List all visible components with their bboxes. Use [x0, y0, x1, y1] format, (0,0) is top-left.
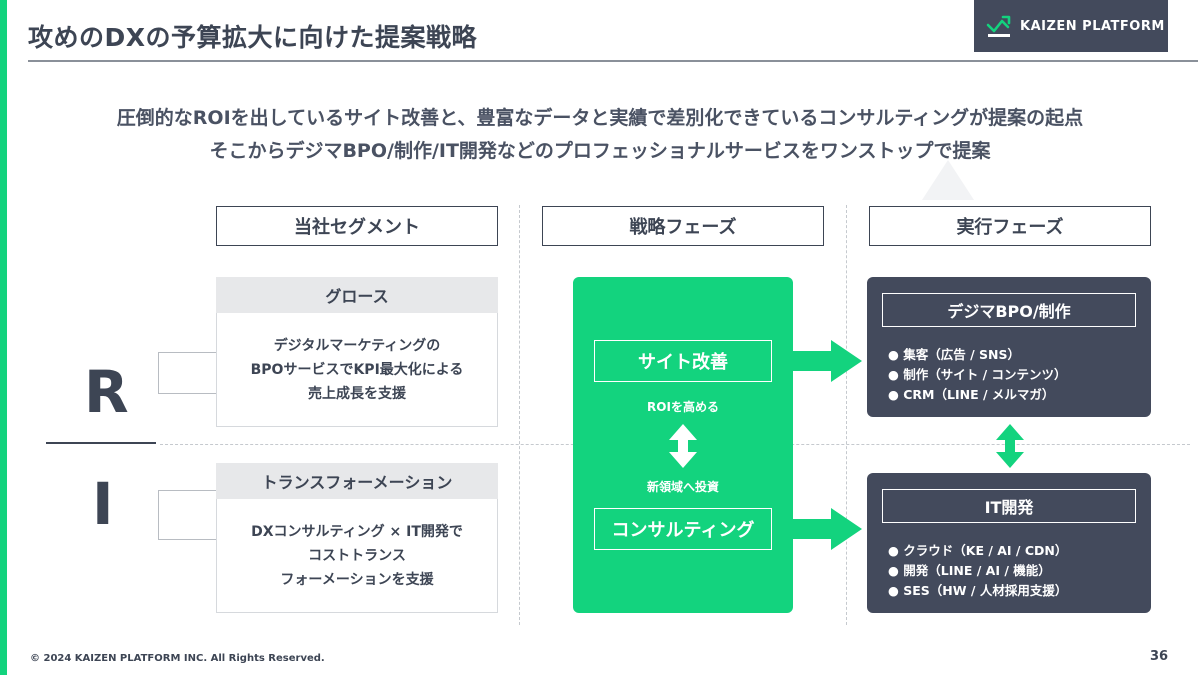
arrow-right-to-bpo — [793, 340, 862, 382]
it-item-2: ● 開発（LINE / AI / 機能） — [888, 563, 1051, 578]
it-title-box: IT開発 — [882, 489, 1136, 523]
segment-growth-title: グロース — [216, 277, 498, 313]
growth-desc-line-1: デジタルマーケティングの — [273, 337, 441, 354]
column-divider-1 — [519, 205, 520, 625]
roi-label: ROIを高める — [647, 400, 719, 414]
it-item-3: ● SES（HW / 人材採用支援） — [888, 583, 1068, 598]
subtitle-line-2: そこからデジマBPO/制作/IT開発などのプロフェッショナルサービスをワンストッ… — [209, 140, 991, 162]
page-number: 36 — [1150, 649, 1169, 664]
transformation-desc-line-1: DXコンサルティング × IT開発で — [251, 523, 463, 540]
bpo-item-1: ● 集客（広告 / SNS） — [888, 347, 1020, 362]
segment-transformation-body: DXコンサルティング × IT開発で コストトランス フォーメーションを支援 — [216, 499, 498, 613]
trend-check-icon — [986, 15, 1011, 37]
column-header-execution: 実行フェーズ — [869, 206, 1151, 246]
arrow-right-to-it — [793, 508, 862, 550]
ri-divider-solid — [46, 442, 156, 444]
connector-r — [158, 352, 216, 394]
subtitle-line-1: 圧倒的なROIを出しているサイト改善と、豊富なデータと実績で差別化できているコン… — [116, 107, 1084, 129]
growth-desc-line-3: 売上成長を支援 — [307, 385, 406, 402]
execution-bpo-panel — [867, 277, 1151, 417]
execution-it-panel — [867, 473, 1151, 613]
column-divider-2 — [846, 205, 847, 625]
title-underline — [28, 60, 1198, 62]
company-logo: KAIZEN PLATFORM — [974, 0, 1168, 52]
bpo-item-3: ● CRM（LINE / メルマガ） — [888, 387, 1055, 402]
column-header-strategy: 戦略フェーズ — [542, 206, 824, 246]
segment-letter-r: R — [84, 358, 129, 426]
page-title: 攻めのDXの予算拡大に向けた提案戦略 — [28, 23, 478, 52]
invest-label: 新領域へ投資 — [646, 480, 719, 494]
site-kaizen-box: サイト改善 — [594, 340, 772, 382]
connector-i — [158, 490, 216, 540]
bpo-item-2: ● 制作（サイト / コンテンツ） — [888, 367, 1067, 382]
it-item-1: ● クラウド（KE / AI / CDN） — [888, 543, 1068, 558]
double-arrow-vertical-execution — [996, 424, 1024, 468]
double-arrow-vertical-strategy — [669, 424, 697, 468]
segment-letter-i: I — [92, 470, 114, 538]
consulting-box: コンサルティング — [594, 508, 772, 550]
bpo-title-box: デジマBPO/制作 — [882, 293, 1136, 327]
segment-growth-body: デジタルマーケティングの BPOサービスでKPI最大化による 売上成長を支援 — [216, 313, 498, 427]
accent-bar — [0, 0, 7, 675]
column-header-segment: 当社セグメント — [216, 206, 498, 246]
logo-text: KAIZEN PLATFORM — [1020, 18, 1165, 34]
footer-copyright: © 2024 KAIZEN PLATFORM INC. All Rights R… — [30, 653, 325, 664]
growth-desc-line-2: BPOサービスでKPI最大化による — [250, 361, 464, 378]
transformation-desc-line-2: コストトランス — [308, 547, 406, 564]
transformation-desc-line-3: フォーメーションを支援 — [280, 571, 434, 588]
up-arrow-decoration — [922, 160, 974, 200]
segment-transformation-title: トランスフォーメーション — [216, 463, 498, 499]
